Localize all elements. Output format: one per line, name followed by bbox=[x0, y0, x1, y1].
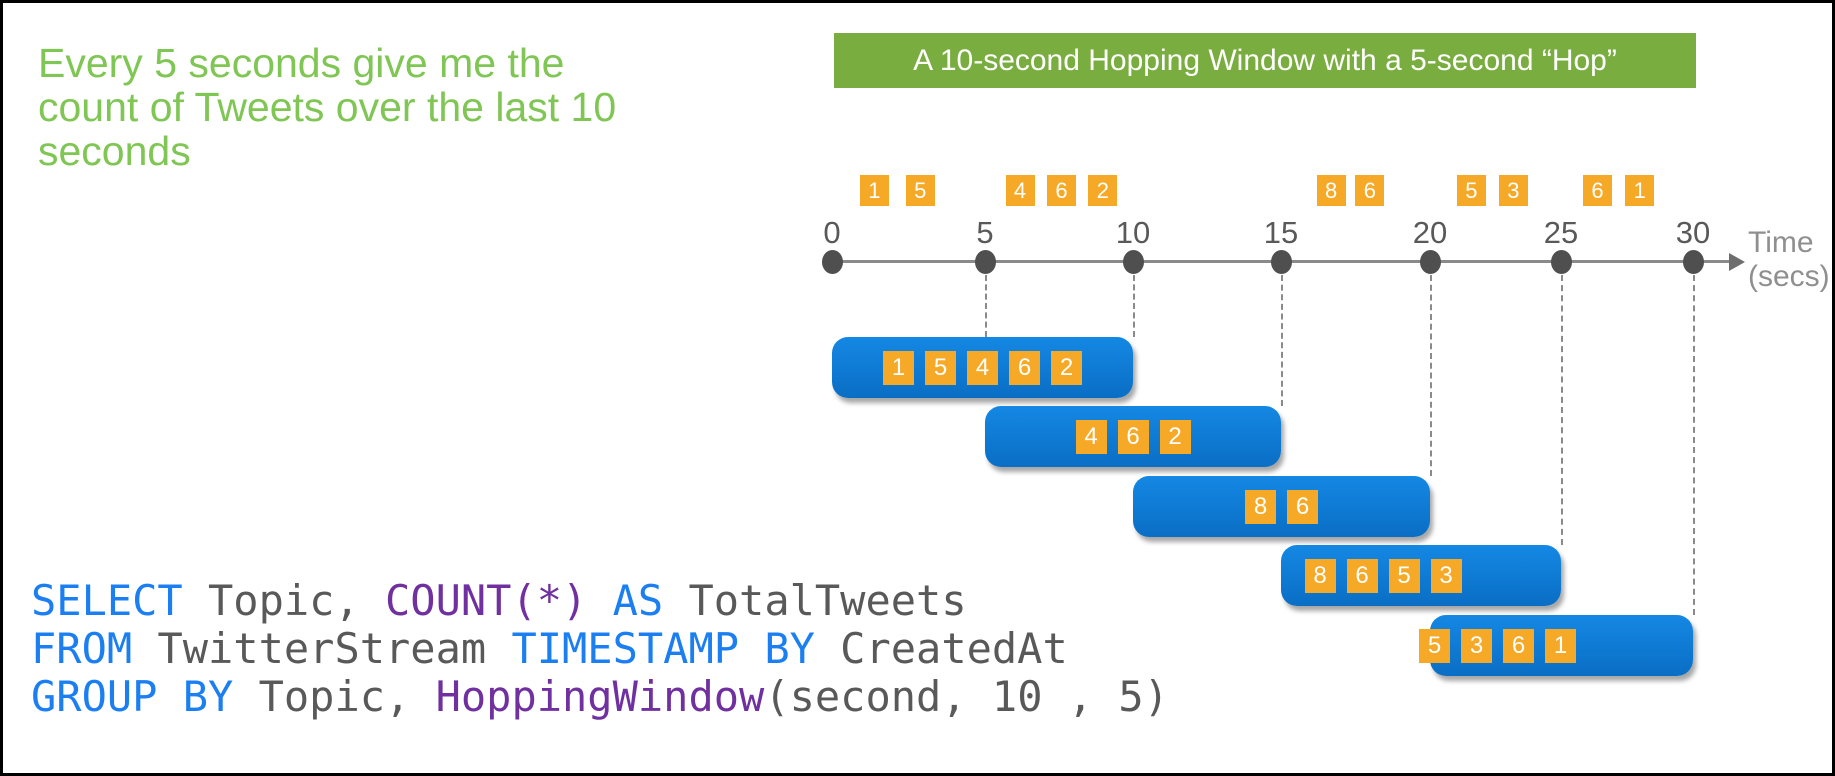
tick-label: 0 bbox=[823, 215, 841, 250]
event-chip: 1 bbox=[859, 175, 889, 206]
tick-dash-line bbox=[1133, 275, 1135, 337]
window-chip: 6 bbox=[1287, 489, 1318, 524]
tick-dash-line bbox=[985, 275, 987, 337]
tick-dash-line bbox=[1281, 275, 1283, 406]
window-chip: 6 bbox=[1503, 628, 1534, 663]
code-token: HoppingWindow bbox=[435, 672, 765, 721]
tick-label: 15 bbox=[1263, 215, 1299, 250]
code-token: AS bbox=[587, 576, 689, 625]
hopping-window-banner: A 10-second Hopping Window with a 5-seco… bbox=[834, 33, 1696, 88]
code-line: GROUP BY Topic, HoppingWindow(second, 10… bbox=[31, 673, 1169, 721]
code-token: TIMESTAMP BY bbox=[511, 624, 815, 673]
window-chip: 4 bbox=[1075, 419, 1107, 454]
tick-label: 20 bbox=[1412, 215, 1448, 250]
tick-dot bbox=[1271, 250, 1292, 274]
tick-dot bbox=[1420, 250, 1441, 274]
event-chip: 8 bbox=[1316, 175, 1346, 206]
code-token: Topic, bbox=[182, 576, 386, 625]
code-token: GROUP BY bbox=[31, 672, 234, 721]
code-token: CreatedAt bbox=[814, 624, 1068, 673]
banner-label: A 10-second Hopping Window with a 5-seco… bbox=[913, 43, 1617, 77]
window-chip: 2 bbox=[1159, 419, 1191, 454]
timeline-arrow-icon bbox=[1729, 253, 1745, 271]
code-token: FROM bbox=[31, 624, 133, 673]
window-chip: 1 bbox=[1545, 628, 1576, 663]
tick-label: 5 bbox=[976, 215, 994, 250]
event-chip: 6 bbox=[1582, 175, 1612, 206]
code-token: COUNT(*) bbox=[385, 576, 588, 625]
time-axis-label-line2: (secs) bbox=[1748, 260, 1830, 293]
window-chip: 1 bbox=[883, 350, 914, 385]
event-chip: 5 bbox=[905, 175, 935, 206]
window-chip: 5 bbox=[1419, 628, 1450, 663]
window-chip: 8 bbox=[1304, 558, 1336, 593]
event-chip: 3 bbox=[1498, 175, 1528, 206]
event-chip: 1 bbox=[1625, 175, 1655, 206]
event-chip: 2 bbox=[1088, 175, 1118, 206]
code-token: TwitterStream bbox=[132, 624, 512, 673]
code-token: TotalTweets bbox=[688, 576, 967, 625]
tick-dash-line bbox=[1430, 275, 1432, 476]
event-chip: 4 bbox=[1005, 175, 1035, 206]
event-chip: 6 bbox=[1046, 175, 1076, 206]
window-chip: 3 bbox=[1430, 558, 1462, 593]
tick-dot bbox=[1123, 250, 1144, 274]
headline-line: count of Tweets over the last 10 bbox=[38, 84, 617, 130]
code-token: SELECT bbox=[31, 576, 183, 625]
headline-line: seconds bbox=[38, 128, 191, 174]
window-chip: 4 bbox=[967, 350, 998, 385]
tick-dot bbox=[1551, 250, 1572, 274]
time-axis-label-line1: Time bbox=[1748, 226, 1814, 259]
window-chip: 2 bbox=[1051, 350, 1082, 385]
headline-line: Every 5 seconds give me the bbox=[38, 40, 565, 86]
tick-dash-line bbox=[1561, 275, 1563, 545]
tick-label: 30 bbox=[1675, 215, 1711, 250]
code-line: FROM TwitterStream TIMESTAMP BY CreatedA… bbox=[31, 625, 1169, 673]
tick-dot bbox=[822, 250, 843, 274]
window-chip: 6 bbox=[1346, 558, 1378, 593]
tick-dot bbox=[975, 250, 996, 274]
window-chip: 3 bbox=[1461, 628, 1492, 663]
window-chip: 5 bbox=[1388, 558, 1420, 593]
tick-label: 10 bbox=[1115, 215, 1151, 250]
window-chip: 6 bbox=[1117, 419, 1149, 454]
time-axis-label: Time (secs) bbox=[1748, 226, 1830, 294]
window-chip: 8 bbox=[1245, 489, 1276, 524]
code-token: Topic, bbox=[233, 672, 436, 721]
window-chip: 5 bbox=[925, 350, 956, 385]
code-line: SELECT Topic, COUNT(*) AS TotalTweets bbox=[31, 577, 1169, 625]
window-chip: 6 bbox=[1009, 350, 1040, 385]
tick-dot bbox=[1683, 250, 1704, 274]
tick-dash-line bbox=[1693, 275, 1695, 615]
tick-label: 25 bbox=[1543, 215, 1579, 250]
event-chip: 6 bbox=[1355, 175, 1385, 206]
event-chip: 5 bbox=[1456, 175, 1486, 206]
code-token: (second, 10 , 5) bbox=[764, 672, 1169, 721]
